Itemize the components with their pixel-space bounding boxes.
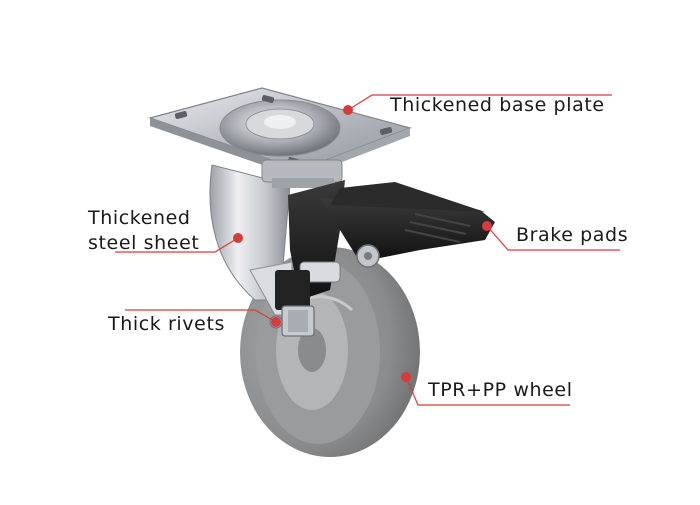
leader-wheel xyxy=(405,376,570,406)
label-rivets: Thick rivets xyxy=(108,313,225,335)
leader-base-plate xyxy=(347,94,612,111)
label-steel-sheet-line2: steel sheet xyxy=(88,232,200,254)
callout-dots xyxy=(233,105,492,382)
base-plate xyxy=(147,87,412,188)
brake-pedal xyxy=(275,180,495,310)
callout-leaders xyxy=(115,94,620,406)
label-wheel: TPR+PP wheel xyxy=(428,379,573,401)
label-base-plate: Thickened base plate xyxy=(390,94,605,116)
label-steel-sheet-line1: Thickened xyxy=(88,207,191,229)
label-brake-pads: Brake pads xyxy=(516,224,629,246)
label-steel-sheet: Thickened steel sheet xyxy=(88,206,199,256)
leader-brake-pads xyxy=(486,225,620,251)
leader-steel-sheet xyxy=(115,237,239,253)
leader-rivets xyxy=(125,309,277,323)
